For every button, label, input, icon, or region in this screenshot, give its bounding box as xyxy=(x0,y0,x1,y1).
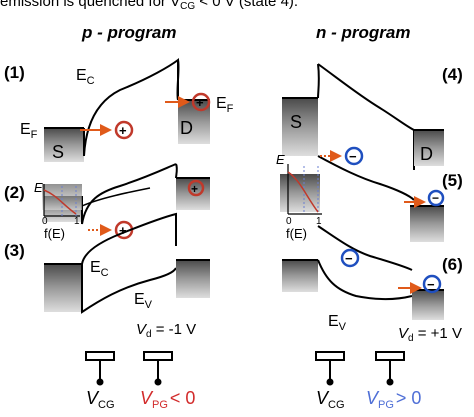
state-3-label: (3) xyxy=(4,241,25,260)
right-s6-electron-drain xyxy=(422,274,442,294)
state-4-label: (4) xyxy=(442,65,463,84)
left-inset-y-label: E xyxy=(34,180,43,195)
left-s1-drain-label: D xyxy=(180,118,193,138)
left-s3-source-metal xyxy=(44,264,82,312)
right-s5-electron xyxy=(344,146,364,166)
state-2-label: (2) xyxy=(4,183,25,202)
left-s1-hole-source-sign: + xyxy=(119,123,127,138)
left-s3-valence-band xyxy=(81,264,177,314)
right-s5-electron-drain-sign: − xyxy=(432,191,439,205)
right-s6-electron xyxy=(340,248,360,268)
left-pg-gate: VPG< 0 xyxy=(140,351,195,411)
left-s2-hole-drain xyxy=(187,179,205,197)
left-s3-conduction-band xyxy=(81,212,177,265)
right-s4-source-label: S xyxy=(290,112,302,132)
state-6-label: (6) xyxy=(442,255,463,274)
left-s3-ev-label: EV xyxy=(134,291,153,311)
right-s6-electron-sign: − xyxy=(345,251,353,266)
right-vpg-label: VPG> 0 xyxy=(366,388,421,411)
right-inset-tick-1: 1 xyxy=(316,216,322,227)
left-s1-hole-drain-sign: + xyxy=(196,95,204,110)
right-inset-y-label: E xyxy=(276,152,285,167)
left-s1-conduction-band xyxy=(83,58,179,157)
left-s2-lower-band xyxy=(81,187,151,207)
state-1-label: (1) xyxy=(4,63,25,82)
right-s5-conduction-band xyxy=(317,155,415,201)
left-inset-tick-0: 0 xyxy=(42,216,48,227)
right-s5-fermi-inset: E 0 1 f(E) xyxy=(276,152,322,241)
right-inset-tick-0: 0 xyxy=(286,216,292,227)
right-pg-gate: VPG> 0 xyxy=(366,351,421,411)
right-s6-conduction-band xyxy=(317,225,413,271)
left-s2-conduction-band xyxy=(81,163,177,225)
left-panel-title: p - program xyxy=(81,23,176,42)
caption-top: emission is quenched for VCG < 0 V (stat… xyxy=(0,0,298,12)
right-s5-drain-metal xyxy=(410,206,444,242)
left-inset-tick-1: 1 xyxy=(74,216,80,227)
right-s6-source-metal xyxy=(282,260,318,292)
left-s1-hole-drain xyxy=(191,92,211,112)
right-s6-drain-metal xyxy=(412,290,444,320)
left-s2-band-edge xyxy=(175,163,178,179)
right-s4-conduction-band xyxy=(317,63,415,131)
right-cg-gate: VCG xyxy=(315,351,345,411)
right-panel-title: n - program xyxy=(316,23,410,42)
right-s6-ev-label: EV xyxy=(328,313,347,333)
right-vcg-label: VCG xyxy=(316,388,345,411)
left-s2-fermi-inset: E 0 1 f(E) xyxy=(34,180,82,241)
left-s3-drain-metal xyxy=(176,260,210,298)
right-s4-drain-metal xyxy=(414,130,444,166)
left-s3-ec-label: EC xyxy=(90,259,109,279)
left-s1-band-edge xyxy=(176,59,180,101)
right-s4-source-metal xyxy=(282,98,318,156)
left-s1-hole-source xyxy=(114,120,134,140)
state-5-label: (5) xyxy=(442,171,463,190)
left-s2-hole-sign: + xyxy=(119,223,127,238)
right-s6-electron-drain-sign: − xyxy=(427,277,435,292)
right-s5-electron-drain xyxy=(427,189,445,207)
right-s5-electron-sign: − xyxy=(349,149,357,164)
left-s1-ef-right-label: EF xyxy=(216,95,234,115)
right-s6-valence-band xyxy=(317,259,413,300)
left-s1-ef-label: EF xyxy=(20,121,38,141)
left-inset-x-label: f(E) xyxy=(44,226,65,241)
left-s1-source-metal xyxy=(44,128,84,162)
left-vcg-label: VCG xyxy=(86,388,115,411)
left-cg-gate: VCG xyxy=(85,351,115,411)
left-s2-hole-drain-sign: + xyxy=(191,182,198,196)
left-s1-source-label: S xyxy=(52,142,64,162)
right-vd-label: Vd = +1 V xyxy=(398,325,462,344)
left-vpg-label: VPG< 0 xyxy=(140,388,195,411)
left-vd-label: Vd = -1 V xyxy=(136,321,196,340)
right-s4-drain-label: D xyxy=(420,144,433,164)
left-s1-ec-label: EC xyxy=(76,67,95,87)
right-inset-x-label: f(E) xyxy=(286,226,307,241)
